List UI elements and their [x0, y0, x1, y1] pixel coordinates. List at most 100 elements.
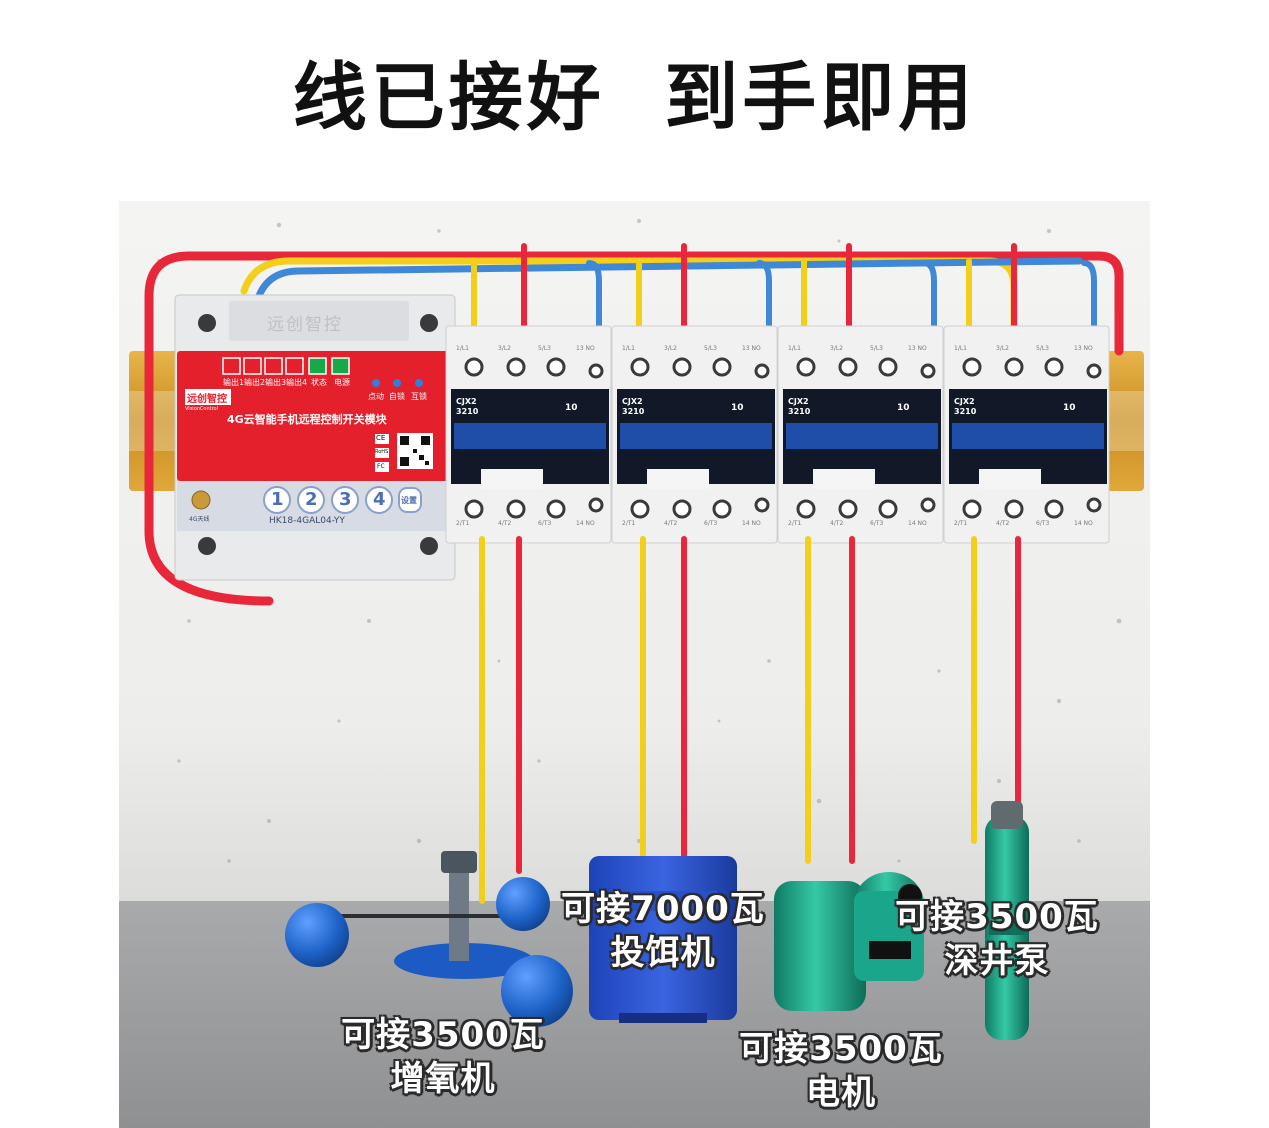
brand-logo-box [185, 389, 231, 405]
contactor-2-bottom-terminal-label: 2/T1 [622, 520, 636, 527]
aerator-illustration [285, 851, 573, 1027]
motor-pump-illustration [774, 872, 924, 1011]
callout-feeder-power: 可接7000瓦 [561, 889, 765, 929]
contactor-1-top-terminal-label: 13 NO [576, 345, 595, 352]
callout-aerator: 可接3500瓦 增氧机 [333, 1013, 553, 1101]
callout-deep-well-pump-name: 深井泵 [944, 941, 1050, 981]
contactor-2-top-terminal-label: 13 NO [742, 345, 761, 352]
callout-motor: 可接3500瓦 电机 [731, 1027, 951, 1115]
product-photo: 远创智控 输出1 输出2 输出3 输出4 状态 电源 点动 自锁 互锁 远创智控… [119, 201, 1150, 1128]
wall-speckles [146, 219, 1122, 863]
keypad-button-2[interactable]: 2 [305, 489, 318, 510]
callout-deep-well-pump-power: 可接3500瓦 [895, 897, 1099, 937]
contactor-1-bottom-terminal-label: 6/T3 [538, 520, 552, 527]
antenna-label: 4G天线 [189, 516, 210, 523]
contactor-3-top-terminal-label: 13 NO [908, 345, 927, 352]
headline-left: 线已接好 [292, 55, 605, 141]
contactor-4-top-terminal-label: 3/L2 [996, 345, 1009, 352]
indicator-leds [222, 357, 350, 375]
contactor-3-bottom-terminal-label: 6/T3 [870, 520, 884, 527]
contactor-1-bottom-terminal-label: 14 NO [576, 520, 595, 527]
keypad-button-3[interactable]: 3 [339, 489, 352, 510]
badge-ce: CE [376, 434, 386, 442]
contactor-1-model-line1: CJX2 [456, 397, 477, 406]
module-model: HK18-4GAL04-YY [269, 516, 345, 526]
contactor-2-top-terminal-label: 1/L1 [622, 345, 635, 352]
contactor-4-aux: 10 [1063, 403, 1076, 413]
module-title: 4G云智能手机远程控制开关模块 [227, 413, 387, 426]
contactor-4-bottom-terminal-label: 6/T3 [1036, 520, 1050, 527]
qr-code-pattern [400, 436, 430, 466]
contactor-4-top-terminal-label: 13 NO [1074, 345, 1093, 352]
indicator-label-2: 输出2 [244, 378, 266, 387]
badge-fc: FC [377, 463, 385, 470]
top-wiring [144, 243, 1124, 606]
contactor-4-bottom-terminal-label: 4/T2 [996, 520, 1010, 527]
mode-label-interlock: 互锁 [411, 392, 427, 401]
contactor-2-aux: 10 [731, 403, 744, 413]
indicator-label-status: 状态 [311, 378, 327, 387]
headline-right: 到手即用 [664, 55, 977, 141]
module-screw-top-left [198, 314, 216, 332]
callout-motor-name: 电机 [806, 1073, 876, 1113]
contactor-1-bottom-terminal-label: 4/T2 [498, 520, 512, 527]
keypad-button-1[interactable]: 1 [271, 489, 284, 510]
contactor-4-model-line2: 3210 [954, 407, 977, 416]
contactor-3-model-line2: 3210 [788, 407, 811, 416]
callout-deep-well-pump: 可接3500瓦 深井泵 [887, 895, 1107, 983]
contactor-3-top-terminal-label: 3/L2 [830, 345, 843, 352]
indicator-label-3: 输出3 [265, 378, 287, 387]
callout-feeder: 可接7000瓦 投饵机 [551, 887, 775, 975]
contactor-3-model-line1: CJX2 [788, 397, 809, 406]
output-wiring [479, 536, 1021, 904]
module-screw-top-right [420, 314, 438, 332]
antenna-connector [191, 490, 211, 510]
mode-dots [372, 379, 423, 387]
indicator-label-1: 输出1 [223, 378, 245, 387]
contactor-3-bottom-terminal-label: 4/T2 [830, 520, 844, 527]
contactor-2-bottom-terminal-label: 4/T2 [664, 520, 678, 527]
callout-aerator-name: 增氧机 [390, 1059, 496, 1099]
cert-badges [375, 434, 389, 472]
indicator-label-power: 电源 [334, 378, 350, 387]
mode-label-latch: 自锁 [389, 392, 405, 401]
contactor-4-bottom-terminal-label: 2/T1 [954, 520, 968, 527]
contactor-4-top-terminal-label: 5/L3 [1036, 345, 1049, 352]
contactor-2-model-line2: 3210 [622, 407, 645, 416]
contactor-2-top-terminal-label: 3/L2 [664, 345, 677, 352]
badge-rohs: RoHS [375, 449, 389, 455]
mode-label-jog: 点动 [368, 392, 384, 401]
contactor-3-top-terminal-label: 1/L1 [788, 345, 801, 352]
contactor-1-top-terminal-label: 5/L3 [538, 345, 551, 352]
deep-well-pump-illustration [985, 801, 1029, 1040]
contactor-2-top-terminal-label: 5/L3 [704, 345, 717, 352]
contactor-bodies [445, 325, 1110, 544]
contactor-3-top-terminal-label: 5/L3 [870, 345, 883, 352]
page-headline: 线已接好 到手即用 [0, 52, 1269, 144]
indicator-label-4: 输出4 [286, 378, 308, 387]
contactor-screws [464, 357, 1102, 519]
callout-feeder-name: 投饵机 [610, 933, 716, 973]
callout-aerator-power: 可接3500瓦 [341, 1015, 545, 1055]
contactor-3-bottom-terminal-label: 14 NO [908, 520, 927, 527]
contactor-3-bottom-terminal-label: 2/T1 [788, 520, 802, 527]
contactor-2-model-line1: CJX2 [622, 397, 643, 406]
module-brand: 远创智控 [187, 394, 227, 405]
module-top-brand: 远创智控 [267, 315, 343, 335]
contactor-4-top-terminal-label: 1/L1 [954, 345, 967, 352]
contactor-1-top-terminal-label: 1/L1 [456, 345, 469, 352]
module-screw-bottom-right [420, 537, 438, 555]
feeder-illustration [589, 856, 737, 1023]
contactor-1-top-terminal-label: 3/L2 [498, 345, 511, 352]
keypad-button-4[interactable]: 4 [373, 489, 386, 510]
callout-motor-power: 可接3500瓦 [739, 1029, 943, 1069]
contactor-1-model-line2: 3210 [456, 407, 479, 416]
contactor-3-aux: 10 [897, 403, 910, 413]
contactor-2-bottom-terminal-label: 6/T3 [704, 520, 718, 527]
contactor-4-model-line1: CJX2 [954, 397, 975, 406]
contactor-2-bottom-terminal-label: 14 NO [742, 520, 761, 527]
keypad-set-button[interactable]: 设置 [401, 496, 417, 505]
contactor-1-bottom-terminal-label: 2/T1 [456, 520, 470, 527]
module-top-label-plate [229, 301, 409, 341]
contactor-1-aux: 10 [565, 403, 578, 413]
